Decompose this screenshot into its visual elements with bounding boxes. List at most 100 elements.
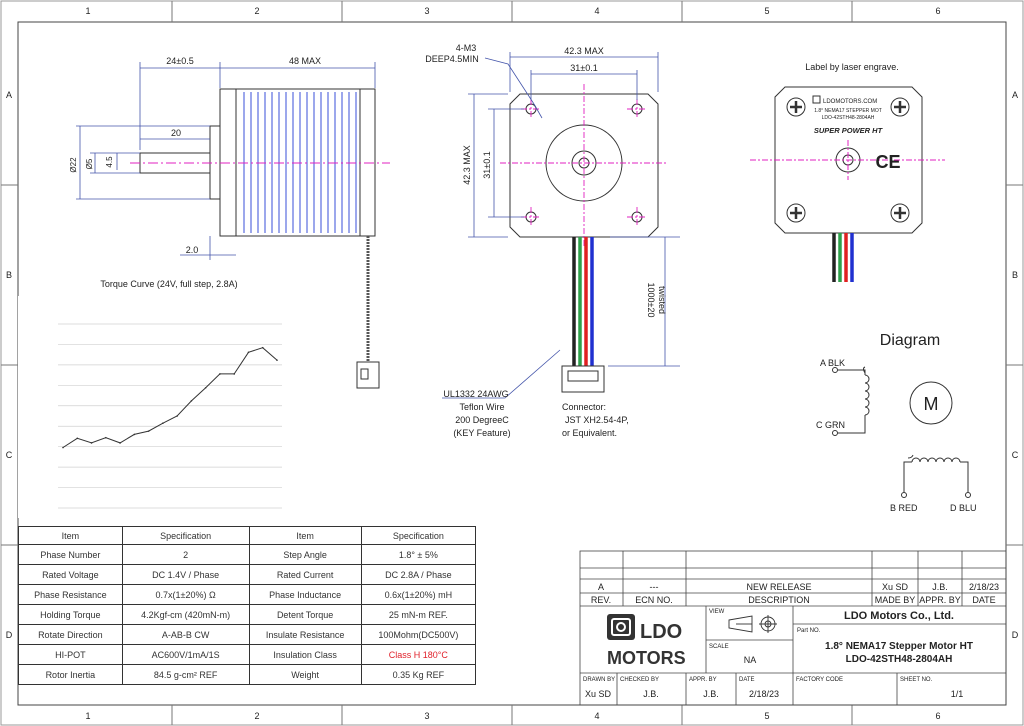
spec-cell: Rotate Direction <box>18 624 123 645</box>
spec-cell: Phase Resistance <box>18 584 123 605</box>
dim-20: 20 <box>171 128 181 138</box>
row-label: A <box>1012 90 1018 100</box>
label-view-title: Label by laser engrave. <box>805 62 899 72</box>
rev-cell: A <box>598 582 604 592</box>
spec-cell: Holding Torque <box>18 604 123 625</box>
col-label: 4 <box>594 6 599 16</box>
motor-label: M <box>924 394 939 414</box>
rev-cell: Xu SD <box>882 582 909 592</box>
spec-cell: Insulate Resistance <box>248 624 362 645</box>
factory-code-label: FACTORY CODE <box>796 677 843 683</box>
ldo-logo: LDO MOTORS <box>607 614 686 668</box>
title-fields: LDO Motors Co., Ltd. Part NO. 1.8° NEMA1… <box>583 609 973 699</box>
chart-point <box>119 442 121 444</box>
table-row: Rotor Inertia 84.5 g-cm² REF Weight 0.35… <box>18 664 477 685</box>
col-label: 3 <box>424 6 429 16</box>
connector-front <box>561 365 605 393</box>
dim-24: 24±0.5 <box>166 56 193 66</box>
chart-point <box>233 373 235 375</box>
scale-label: SCALE <box>709 644 729 650</box>
hole-spec-1: 4-M3 <box>456 43 477 53</box>
col-label: 6 <box>935 6 940 16</box>
dim-2: 2.0 <box>186 245 199 255</box>
chart-point <box>105 436 107 439</box>
spec-cell: A-AB-B CW <box>121 624 250 645</box>
table-row: Phase Number 2 Step Angle 1.8° ± 5% <box>18 544 477 565</box>
chart-point <box>147 430 150 432</box>
wiring-diagram: Diagram A BLK C GRN B RED D BLU M <box>816 332 977 513</box>
title-block <box>579 550 1007 706</box>
ce-mark: CE <box>875 152 900 172</box>
spec-cell: Rated Current <box>248 564 362 585</box>
rev-head: DESCRIPTION <box>748 595 810 605</box>
spec-cell: Phase Number <box>18 544 123 565</box>
row-label: B <box>6 270 12 280</box>
lead-len: 1000±20 <box>646 283 656 318</box>
spec-cell: AC600V/1mA/1S <box>121 644 250 665</box>
col-label: 5 <box>764 6 769 16</box>
chart-point <box>176 415 178 417</box>
chart-point <box>133 433 136 436</box>
table-row: Rated Voltage DC 1.4V / Phase Rated Curr… <box>18 564 477 585</box>
part-number: LDO-42STH48-2804AH <box>846 654 953 665</box>
spec-cell: 1.8° ± 5% <box>360 544 477 565</box>
rev-head: DATE <box>972 595 995 605</box>
spec-cell: 0.7x(1±20%) Ω <box>121 584 250 605</box>
torque-chart: Torque Curve (24V, full step, 2.8A) <box>18 279 302 518</box>
col-label: 4 <box>594 711 599 721</box>
table-row: HI-POT AC600V/1mA/1S Insulation Class Cl… <box>18 644 477 665</box>
wire-a: A BLK <box>820 358 845 368</box>
spec-cell: 0.6x(1±20%) mH <box>360 584 477 605</box>
chart-point <box>190 400 193 402</box>
row-label: C <box>6 450 13 460</box>
appr-by: J.B. <box>703 689 719 699</box>
spec-cell: 25 mN-m REF. <box>360 604 477 625</box>
col-label: 2 <box>254 711 259 721</box>
spec-cell: HI-POT <box>18 644 123 665</box>
rev-cell: 2/18/23 <box>969 582 999 592</box>
table-row: Rotate Direction A-AB-B CW Insulate Resi… <box>18 624 477 645</box>
row-label: D <box>6 630 13 640</box>
table-row: Holding Torque 4.2Kgf-cm (420mN-m) Deten… <box>18 604 477 625</box>
spec-cell: 2 <box>121 544 250 565</box>
dim-423-top: 42.3 MAX <box>564 46 604 56</box>
chart-point <box>204 386 207 389</box>
header-cell: Item <box>248 526 362 545</box>
rev-cell: NEW RELEASE <box>746 582 811 592</box>
revision-row: A --- NEW RELEASE Xu SD J.B. 2/18/23 REV… <box>591 582 999 605</box>
company-name: LDO Motors Co., Ltd. <box>844 610 954 622</box>
label-brand: LDOMOTORS.COM <box>823 99 877 105</box>
col-label: 1 <box>85 6 90 16</box>
side-view: 24±0.5 48 MAX 20 2.0 Ø22 Ø5 4.5 <box>69 56 390 389</box>
date-value: 2/18/23 <box>749 689 779 699</box>
sheet-no-label: SHEET NO. <box>900 677 933 683</box>
spec-cell: Phase Inductance <box>248 584 362 605</box>
rev-cell: --- <box>650 582 659 592</box>
dim-shaft-dia: Ø22 <box>69 157 78 173</box>
spec-table: Item Specification Item Specification Ph… <box>18 526 477 685</box>
screw-heads <box>786 97 910 223</box>
chart-point <box>247 351 250 354</box>
dim-423-side: 42.3 MAX <box>462 145 472 185</box>
header-cell: Specification <box>121 526 250 545</box>
part-no-label: Part NO. <box>797 628 821 634</box>
scale-value: NA <box>744 655 757 665</box>
spec-cell: 4.2Kgf-cm (420mN-m) <box>121 604 250 625</box>
dim-45: 4.5 <box>105 156 114 168</box>
chart-point <box>90 442 93 444</box>
spec-cell: Rated Voltage <box>18 564 123 585</box>
dim-31-top: 31±0.1 <box>570 63 597 73</box>
rev-head: REV. <box>591 595 611 605</box>
spec-cell: Step Angle <box>248 544 362 565</box>
wire-d: D BLU <box>950 503 977 513</box>
dim-48: 48 MAX <box>289 56 321 66</box>
chart-point <box>276 359 278 361</box>
chart-point <box>162 422 164 425</box>
spec-table-header: Item Specification Item Specification <box>18 526 477 545</box>
connector-label-1: Connector: <box>562 402 606 412</box>
spec-cell: Weight <box>248 664 362 685</box>
label-line2: LDO-42STH48-2804AH <box>822 115 875 121</box>
wire-label-3: 200 DegreeC <box>455 415 509 425</box>
